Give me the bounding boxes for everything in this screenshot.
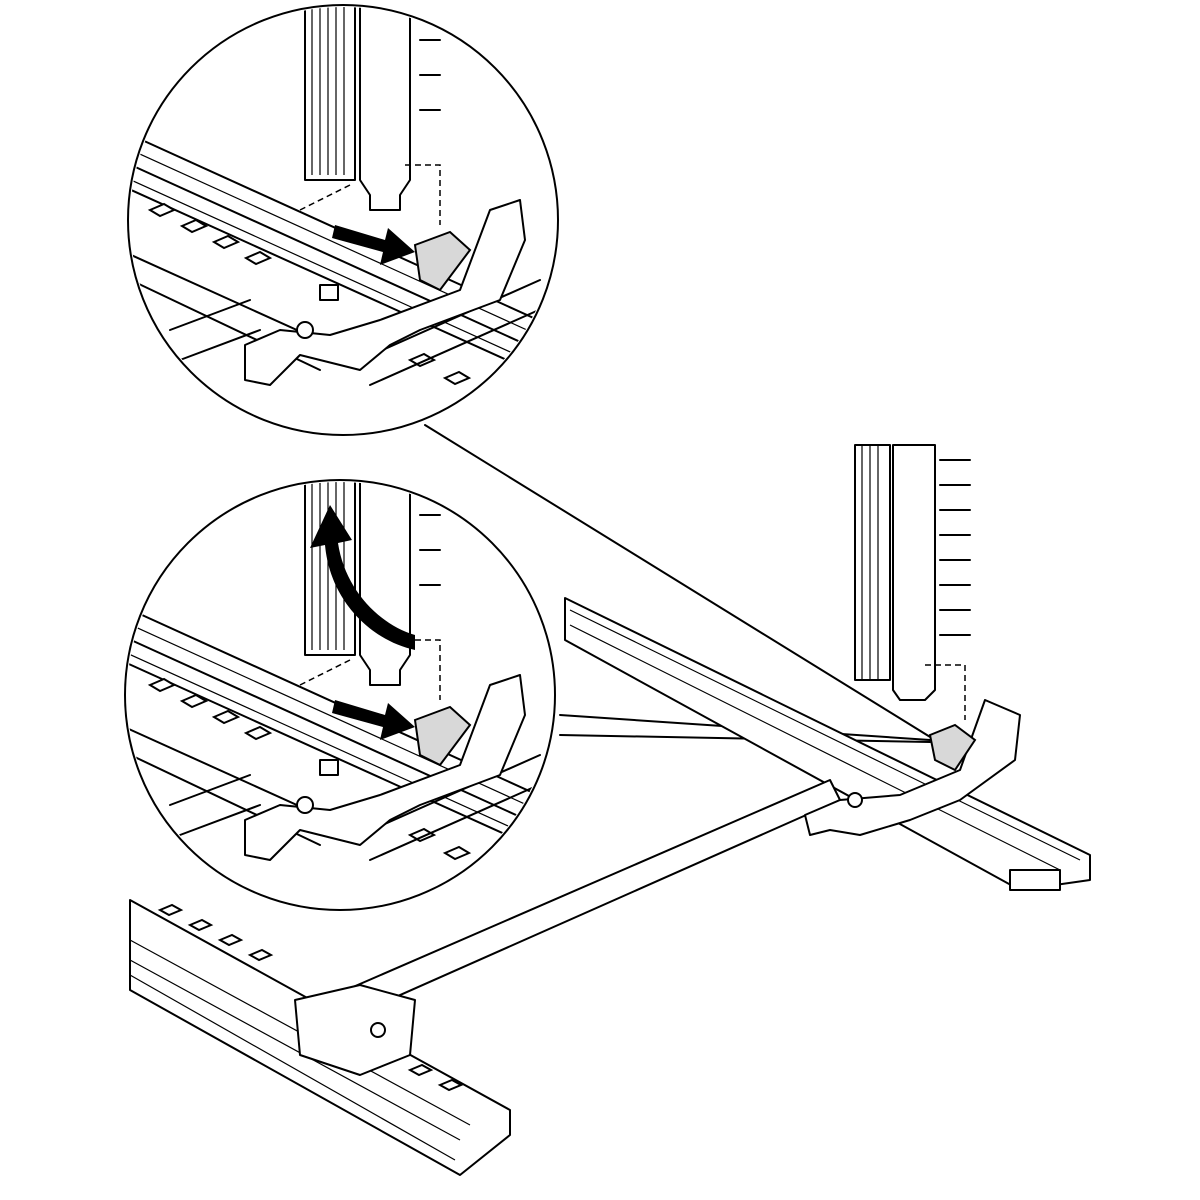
bracket-right [804,699,1021,836]
rotate-arrow-icon [310,505,415,650]
detail-view-rotate [124,479,556,911]
insert-arrow-icon [332,700,415,740]
insert-arrow-icon [332,225,415,265]
detail-view-insert [127,4,559,436]
main-rail-right [564,597,1091,891]
circuit-card [854,444,971,720]
bracket-left [294,984,416,1076]
